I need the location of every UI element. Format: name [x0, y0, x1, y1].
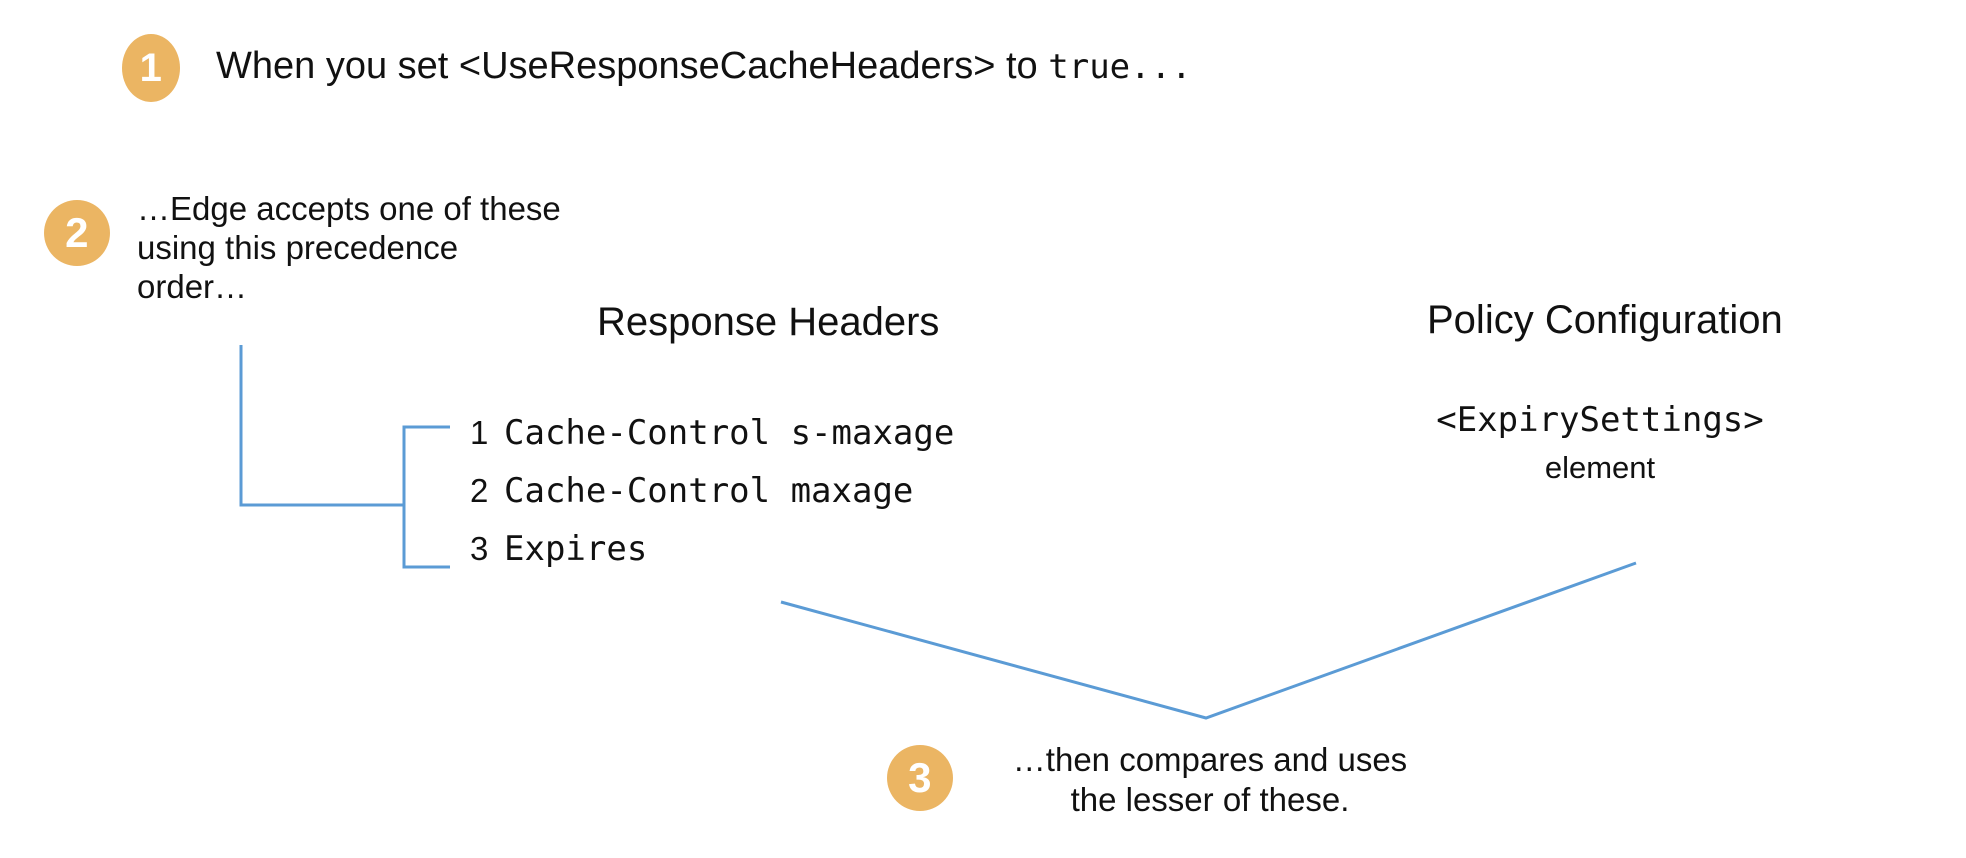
response-header-item: 2 Cache-Control maxage [470, 471, 954, 529]
step-one-text-value: true... [1048, 47, 1192, 87]
step-badge-2: 2 [44, 200, 110, 266]
step-two-line-1: …Edge accepts one of these [137, 190, 561, 227]
response-headers-heading: Response Headers [597, 300, 940, 344]
response-header-number: 2 [470, 472, 489, 509]
response-header-number: 1 [470, 414, 489, 451]
step-two-text: …Edge accepts one of these using this pr… [137, 190, 657, 307]
step-one-text-prefix: When you set <UseResponseCacheHeaders> t… [216, 45, 1049, 87]
step-two-line-2: using this precedence [137, 228, 459, 266]
response-header-number: 3 [470, 530, 489, 567]
response-header-label: Expires [504, 529, 648, 569]
policy-element-word: element [1544, 450, 1656, 485]
policy-element-name: <ExpirySettings> [1436, 400, 1764, 440]
response-header-item: 3 Expires [470, 529, 954, 587]
step-two-line-3: order… [137, 267, 248, 305]
response-headers-list: 1 Cache-Control s-maxage 2 Cache-Control… [470, 413, 954, 587]
step-badge-1: 1 [122, 34, 180, 102]
step-badge-3: 3 [887, 745, 953, 811]
policy-configuration-heading: Policy Configuration [1427, 298, 1783, 342]
step-three-line-2: the lesser of these. [1070, 780, 1350, 818]
bracket-response-headers [402, 425, 450, 569]
response-header-label: Cache-Control maxage [504, 471, 914, 511]
step-three-line-1: …then compares and uses [1012, 741, 1408, 778]
step-one-text: When you set <UseResponseCacheHeaders> t… [216, 43, 1192, 91]
response-header-item: 1 Cache-Control s-maxage [470, 413, 954, 471]
connector-step2-to-list [239, 345, 404, 507]
policy-configuration-block: <ExpirySettings> element [1400, 400, 1800, 486]
step-three-text: …then compares and uses the lesser of th… [975, 740, 1445, 819]
response-header-label: Cache-Control s-maxage [504, 413, 955, 453]
